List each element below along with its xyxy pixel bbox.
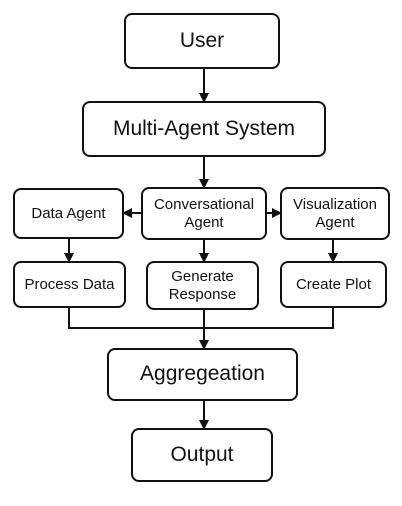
node-output-label: Output [170,442,234,466]
node-multi-agent-system: Multi-Agent System [82,101,326,157]
node-conversational-agent: Conversational Agent [141,187,267,240]
node-output: Output [131,428,273,482]
node-process-data: Process Data [13,261,126,308]
node-visualization-agent-label: Visualization Agent [293,196,377,231]
node-create-plot: Create Plot [280,261,387,308]
node-data-agent: Data Agent [13,188,124,239]
node-visualization-agent: Visualization Agent [280,187,390,240]
node-aggregation: Aggregeation [107,348,298,401]
edge-plot-to-merge [204,308,334,329]
node-user-label: User [179,28,225,52]
node-multi-agent-system-label: Multi-Agent System [112,116,296,140]
edge-process-to-merge [68,308,204,329]
node-aggregation-label: Aggregeation [140,362,265,386]
node-conversational-agent-label: Conversational Agent [153,196,255,231]
node-user: User [124,13,280,69]
node-process-data-label: Process Data [24,275,115,293]
node-create-plot-label: Create Plot [295,275,372,293]
node-generate-response-label: Generate Response [168,268,237,303]
node-data-agent-label: Data Agent [31,204,106,222]
node-generate-response: Generate Response [146,261,259,310]
